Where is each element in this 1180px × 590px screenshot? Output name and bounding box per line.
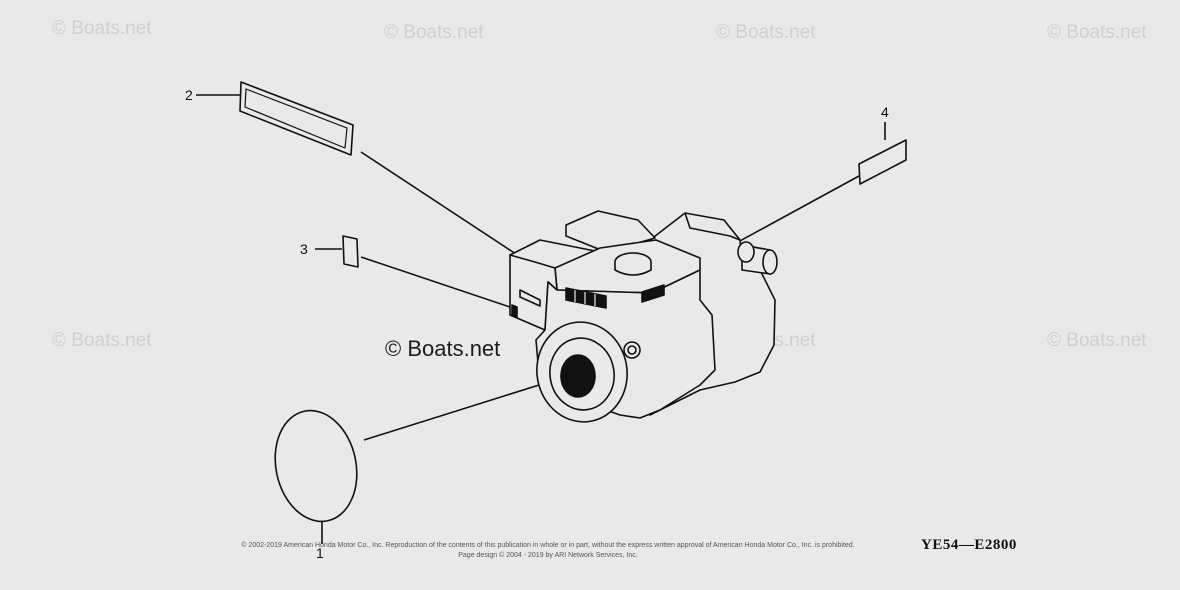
callout-1: 1 <box>316 545 324 561</box>
watermark: © Boats.net <box>1047 22 1147 43</box>
leader-line <box>363 379 556 441</box>
callout-4: 4 <box>881 104 889 120</box>
watermark: © Boats.net <box>384 22 484 43</box>
part-3-label-outline <box>342 235 359 268</box>
watermark: © Boats.net <box>1047 330 1147 351</box>
part-1-gasket-outline <box>274 409 358 523</box>
watermark: © Boats.net <box>52 18 152 39</box>
copyright-line-1: © 2002-2019 American Honda Motor Co., In… <box>241 542 855 549</box>
watermark: © Boats.net <box>716 22 816 43</box>
engine-body <box>509 210 778 423</box>
diagram-code: YE54—E2800 <box>921 537 1017 553</box>
center-watermark: © Boats.net <box>385 336 501 361</box>
part-2-label-outline <box>239 81 354 156</box>
copyright-line-2: Page design © 2004 - 2019 by ARI Network… <box>458 552 638 559</box>
callout-2: 2 <box>185 87 193 103</box>
watermark: © Boats.net <box>52 330 152 351</box>
part-4-label-outline <box>858 139 907 185</box>
leader-line <box>360 256 511 308</box>
callout-3: 3 <box>300 241 308 257</box>
